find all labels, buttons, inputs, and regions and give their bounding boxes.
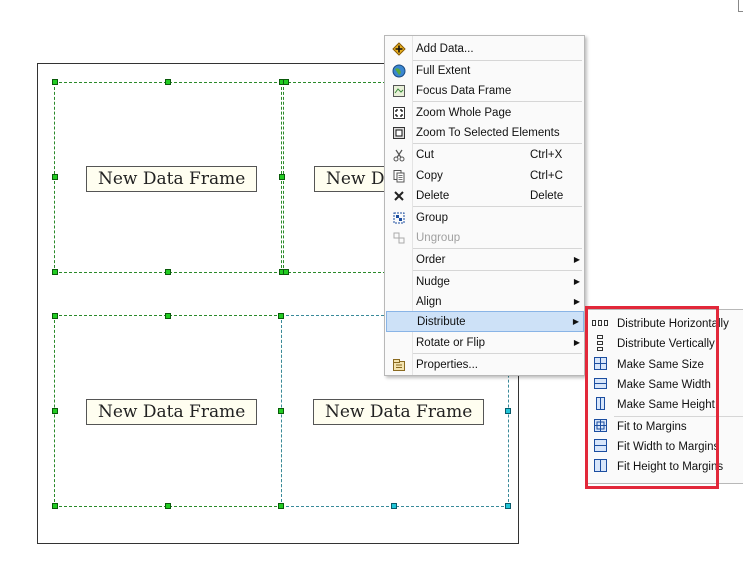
menu-item-align[interactable]: Align ▶ (386, 291, 584, 312)
submenu-arrow-icon: ▶ (573, 297, 581, 306)
submenu-item-make-same-width[interactable]: Make Same Width (589, 375, 743, 395)
window-edge (738, 0, 743, 12)
selection-handle[interactable] (279, 174, 285, 180)
copy-icon (386, 165, 412, 186)
submenu-arrow-icon: ▶ (573, 338, 581, 347)
submenu-item-fit-to-margins[interactable]: Fit to Margins (589, 417, 743, 437)
submenu-arrow-icon: ▶ (573, 277, 581, 286)
make-same-size-icon (589, 357, 611, 373)
selection-handle[interactable] (505, 408, 511, 414)
selection-handle[interactable] (165, 269, 171, 275)
fit-width-to-margins-icon (589, 439, 611, 455)
delete-icon (386, 185, 412, 206)
distribute-horizontally-icon (589, 318, 611, 331)
submenu-item-make-same-height[interactable]: Make Same Height (589, 395, 743, 415)
submenu-item-distribute-horizontally[interactable]: Distribute Horizontally (589, 314, 743, 334)
data-frame-label: New Data Frame (314, 166, 386, 192)
zoom-page-icon (386, 102, 412, 123)
distribute-vertically-icon (589, 334, 611, 354)
selection-handle[interactable] (52, 313, 58, 319)
data-frame-label: New Data Frame (86, 166, 258, 192)
context-menu: Add Data... Full Extent Focus Data Frame… (384, 35, 585, 376)
make-same-width-icon (589, 378, 611, 392)
selection-handle[interactable] (278, 313, 284, 319)
submenu-item-fit-width-to-margins[interactable]: Fit Width to Margins (589, 437, 743, 457)
menu-item-nudge[interactable]: Nudge ▶ (386, 271, 584, 292)
menu-item-add-data[interactable]: Add Data... (386, 38, 584, 59)
selection-handle[interactable] (165, 503, 171, 509)
menu-item-group[interactable]: Group (386, 207, 584, 228)
submenu-item-distribute-vertically[interactable]: Distribute Vertically (589, 334, 743, 354)
data-frame-label: New Data Frame (313, 399, 485, 425)
submenu-item-make-same-size[interactable]: Make Same Size (589, 355, 743, 375)
submenu-arrow-icon: ▶ (572, 317, 580, 326)
selection-handle[interactable] (52, 503, 58, 509)
fit-height-to-margins-icon (589, 459, 611, 475)
group-icon (386, 207, 412, 228)
submenu-arrow-icon: ▶ (573, 255, 581, 264)
selection-handle[interactable] (52, 174, 58, 180)
globe-icon (386, 60, 412, 81)
fit-to-margins-icon (589, 419, 611, 435)
menu-gutter (412, 36, 413, 375)
focus-frame-icon (386, 80, 412, 101)
properties-icon (386, 354, 412, 375)
scissors-icon (386, 144, 412, 165)
submenu-item-fit-height-to-margins[interactable]: Fit Height to Margins (589, 457, 743, 477)
menu-item-distribute[interactable]: Distribute ▶ (386, 311, 584, 332)
menu-item-full-extent[interactable]: Full Extent (386, 60, 584, 81)
selection-handle[interactable] (52, 408, 58, 414)
menu-item-delete[interactable]: Delete Delete (386, 185, 584, 206)
menu-item-order[interactable]: Order ▶ (386, 249, 584, 270)
zoom-selected-icon (386, 122, 412, 143)
selection-handle[interactable] (391, 503, 397, 509)
menu-item-zoom-to-selected[interactable]: Zoom To Selected Elements (386, 122, 584, 143)
menu-item-focus-data-frame[interactable]: Focus Data Frame (386, 80, 584, 101)
menu-item-rotate-or-flip[interactable]: Rotate or Flip ▶ (386, 332, 584, 353)
menu-item-copy[interactable]: Copy Ctrl+C (386, 165, 584, 186)
selection-handle[interactable] (52, 79, 58, 85)
selection-handle[interactable] (165, 313, 171, 319)
selection-handle[interactable] (278, 503, 284, 509)
distribute-submenu: Distribute Horizontally Distribute Verti… (587, 309, 743, 484)
menu-item-ungroup[interactable]: Ungroup (386, 227, 584, 248)
add-data-icon (386, 38, 412, 59)
selection-handle[interactable] (165, 79, 171, 85)
selection-handle[interactable] (283, 79, 289, 85)
selection-handle[interactable] (52, 269, 58, 275)
make-same-height-icon (589, 397, 611, 413)
menu-item-cut[interactable]: Cut Ctrl+X (386, 144, 584, 165)
menu-item-properties[interactable]: Properties... (386, 354, 584, 375)
menu-item-zoom-whole-page[interactable]: Zoom Whole Page (386, 102, 584, 123)
selection-handle[interactable] (278, 408, 284, 414)
selection-handle[interactable] (505, 503, 511, 509)
data-frame-label: New Data Frame (86, 399, 258, 425)
ungroup-icon (386, 227, 412, 248)
selection-handle[interactable] (283, 269, 289, 275)
